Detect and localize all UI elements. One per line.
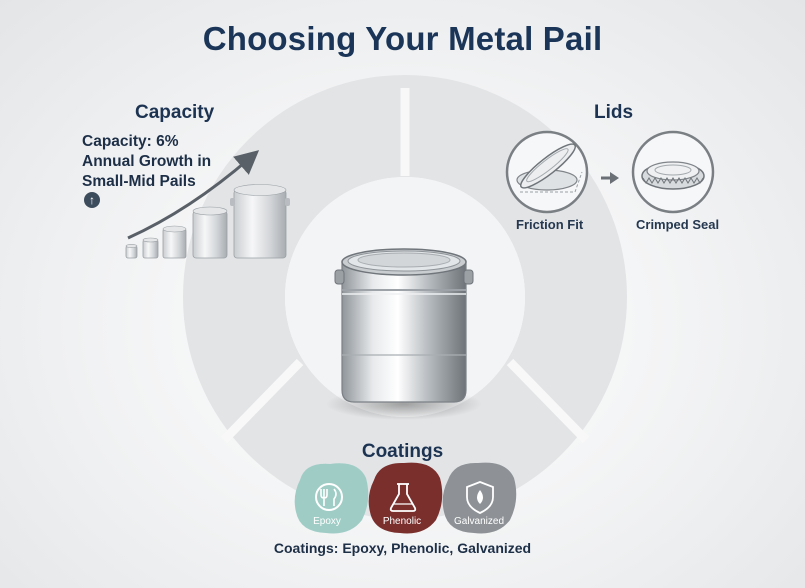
page-title: Choosing Your Metal Pail bbox=[202, 20, 603, 57]
growth-line-1: Capacity: 6% bbox=[82, 133, 179, 150]
lid-label-friction-fit: Friction Fit bbox=[516, 217, 584, 232]
growth-arrow bbox=[127, 150, 260, 240]
flask-icon bbox=[389, 483, 417, 512]
arrow-up-circle-icon: ↑ bbox=[84, 192, 100, 208]
capacity-can-1 bbox=[125, 244, 138, 259]
capacity-can-5 bbox=[230, 184, 290, 259]
friction-fit-lid-icon bbox=[505, 130, 589, 214]
fork-knife-icon bbox=[315, 483, 343, 511]
ring-divider-left bbox=[220, 358, 304, 444]
capacity-heading: Capacity bbox=[135, 102, 215, 123]
crimped-seal-lid-icon bbox=[631, 130, 715, 214]
shield-drop-icon bbox=[466, 481, 494, 514]
growth-line-3: Small-Mid Pails↑ bbox=[82, 173, 196, 208]
coating-swatch-phenolic bbox=[368, 462, 443, 534]
capacity-can-3 bbox=[162, 225, 187, 259]
coating-label-galvanized: Galvanized bbox=[453, 516, 505, 527]
arrow-right-icon bbox=[601, 172, 619, 184]
coating-label-phenolic: Phenolic bbox=[382, 516, 422, 527]
coatings-caption: Coatings: Epoxy, Phenolic, Galvanized bbox=[273, 540, 532, 556]
coatings-heading: Coatings bbox=[361, 441, 444, 462]
capacity-can-2 bbox=[142, 237, 159, 259]
growth-line-2: Annual Growth in bbox=[82, 153, 212, 170]
coating-swatch-epoxy bbox=[294, 463, 369, 534]
metal-pail-icon bbox=[334, 248, 474, 403]
capacity-growth-text: Capacity: 6% Annual Growth in Small-Mid … bbox=[82, 132, 211, 208]
coating-swatch-galvanized bbox=[442, 462, 517, 534]
coating-label-epoxy: Epoxy bbox=[313, 516, 341, 527]
lids-heading: Lids bbox=[594, 102, 634, 123]
ring-divider-right bbox=[506, 358, 590, 444]
capacity-can-4 bbox=[192, 206, 228, 259]
lid-label-crimped-seal: Crimped Seal bbox=[636, 217, 720, 232]
